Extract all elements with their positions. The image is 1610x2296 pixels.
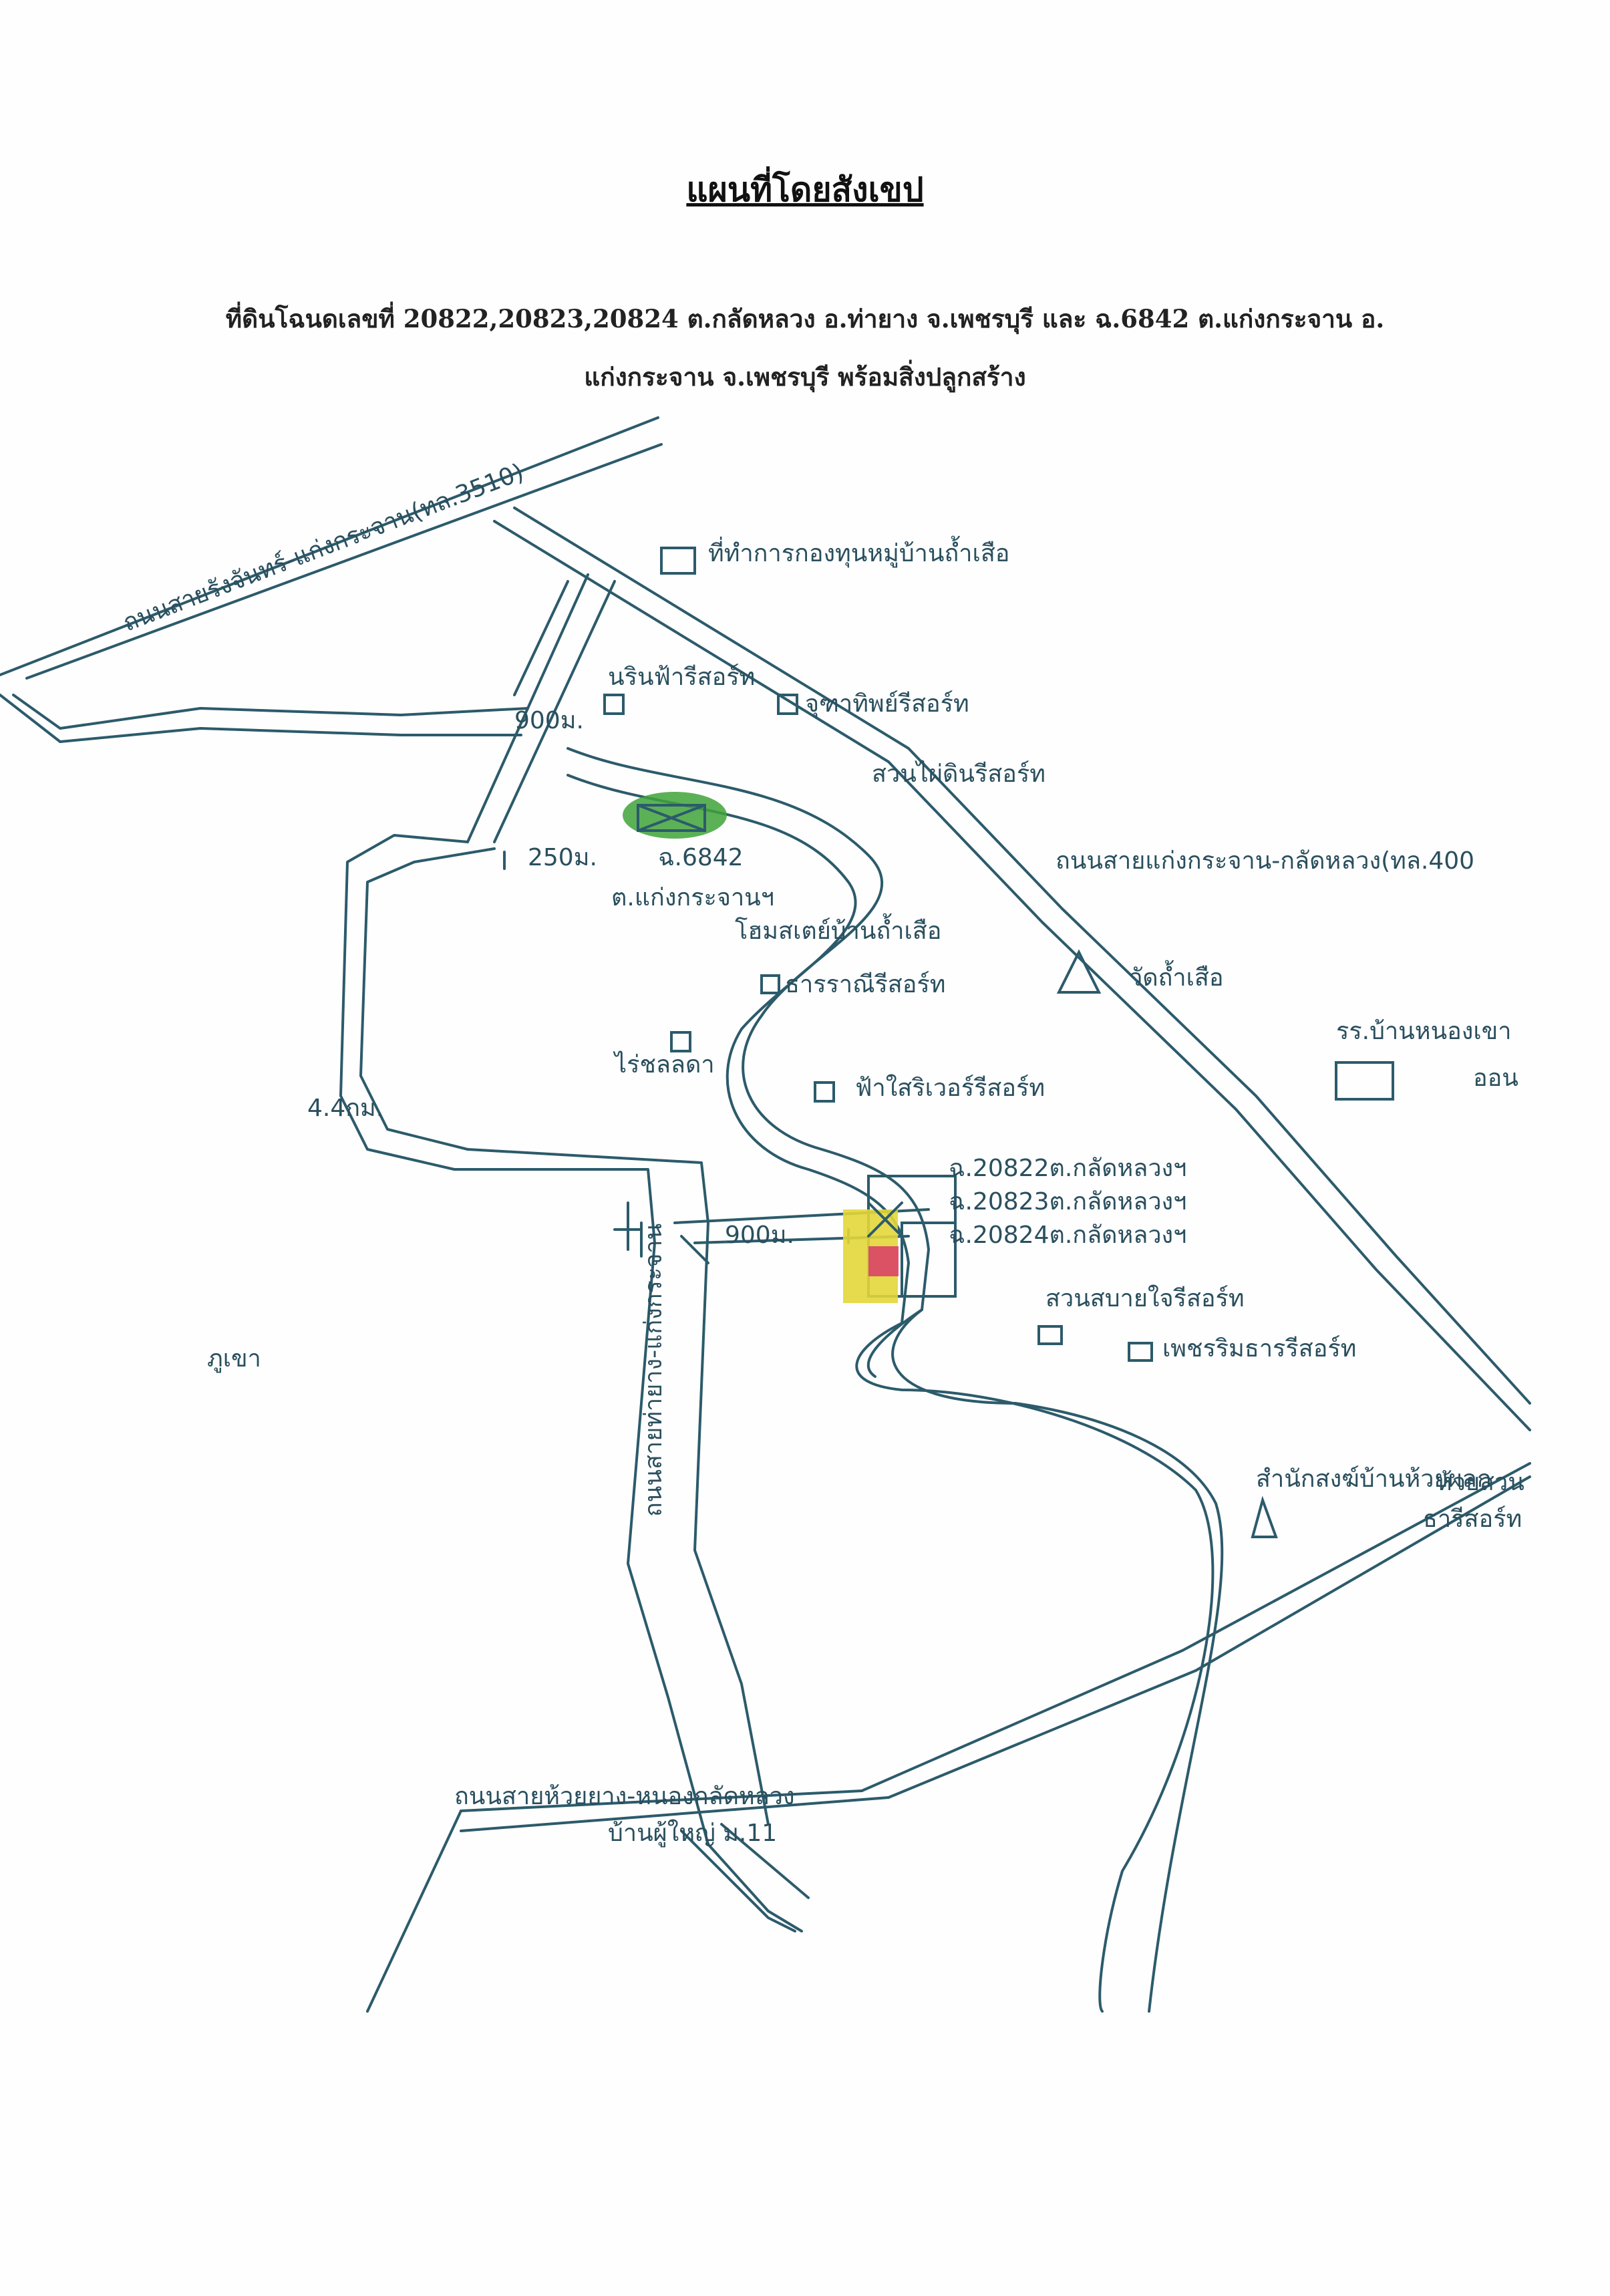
label-hq: ที่ทำการกองทุนหมู่บ้านถ้ำเสือ (708, 535, 1009, 568)
road-4005-inner (493, 520, 1531, 1431)
label-parcel-20822: ฉ.20822ต.กลัดหลวงฯ (949, 1155, 1186, 1182)
road-3510-extension-2 (0, 694, 522, 743)
label-distance-250: 250ม. (528, 844, 597, 871)
page-title: แผนที่โดยสังเขป (686, 170, 924, 209)
village-road-b (680, 1830, 796, 1932)
parcel-inner-frame (901, 1222, 957, 1298)
label-parcel-6842: ฉ.6842 (658, 844, 744, 871)
left-loop-road-outer (339, 834, 803, 1932)
subtitle-line-2: แก่งกระจาน จ.เพชรบุรี พร้อมสิ่งปลูกสร้าง (584, 362, 1026, 392)
label-phetrim: เพชรริมธารรีสอร์ท (1162, 1335, 1356, 1362)
samnak-triangle (1251, 1495, 1278, 1538)
label-road-3510: ถนนสายรังจันทร์-แก่งกระจาน(ทล.3510) (120, 458, 528, 637)
label-samnak: สำนักสงฆ์บ้านห้วยผลก (1256, 1465, 1492, 1493)
village-road-a (366, 1810, 462, 2013)
label-school-a: รร.บ้านหนองเขา (1336, 1018, 1511, 1045)
hq-building (660, 547, 696, 575)
road-4005-outer (513, 507, 1531, 1405)
label-raichon: ไร่ชลลดา (613, 1050, 715, 1079)
parcel-6842-box (637, 804, 706, 832)
road-huaiyang-upper (860, 1462, 1531, 1792)
narinpha-building (603, 694, 625, 715)
label-huaiphlak-resort-a: ห้วยสวน (1436, 1469, 1524, 1496)
label-road-huaiyang: ถนนสายห้วยยาง-หนองกลัดหลวง (454, 1783, 795, 1810)
feeder-road-c (513, 580, 569, 696)
river-west-bank (567, 747, 930, 1378)
road-3510-extension (12, 694, 529, 730)
school-building (1335, 1061, 1394, 1101)
label-parcel-20823: ฉ.20823ต.กลัดหลวงฯ (949, 1188, 1186, 1215)
homestay-building (760, 974, 780, 994)
label-village: บ้านผู้ใหญ่ ม.11 (608, 1819, 777, 1848)
suansabai-building (1037, 1325, 1063, 1345)
village-road-c (720, 1823, 810, 1899)
parcel-2082x-mark (868, 1246, 899, 1276)
label-distance-900-top: 900ม. (514, 707, 584, 734)
label-parcel-6842-sub: ต.แก่งกระจานฯ (611, 884, 774, 911)
phetrim-building (1128, 1342, 1153, 1362)
left-loop-road-inner (359, 847, 770, 1826)
feeder-road-b (493, 580, 616, 843)
tick-left-loop (613, 1201, 643, 1251)
road-huaiyang-lower (887, 1475, 1531, 1799)
river-south-branch (891, 1308, 1224, 2013)
label-wat: วัดถ้ำเสือ (1129, 960, 1224, 992)
label-road-vertical: ถนนสายท่ายาง-แก่งกระจาน (640, 1224, 667, 1517)
label-suanpai: สวนไผ่ดินรีสอร์ท (872, 760, 1045, 788)
wat-triangle (1056, 949, 1102, 994)
parcel-6842-cross (637, 804, 706, 832)
label-homestay: โฮมสเตย์บ้านถ้ำเสือ (735, 913, 941, 945)
river-east-bank (567, 774, 1215, 2013)
label-school-b: ออน (1473, 1064, 1518, 1092)
label-distance-900-bottom: 900ม. (725, 1222, 794, 1249)
label-chutathip: จุฑาทิพย์รีสอร์ท (805, 690, 969, 718)
label-parcel-20824: ฉ.20824ต.กลัดหลวงฯ (949, 1222, 1186, 1249)
label-road-4005: ถนนสายแก่งกระจาน-กลัดหลวง(ทล.400 (1056, 847, 1474, 875)
road-3510-upper-edge (0, 416, 659, 676)
label-distance-44km: 4.4กม. (307, 1095, 383, 1122)
parcel-2082x-cross (867, 1201, 903, 1238)
feeder-road-a (466, 573, 589, 843)
raichon-building (670, 1031, 691, 1052)
label-mountain: ภูเขา (207, 1345, 261, 1373)
fasai-building (814, 1081, 835, 1103)
label-tarara: ธารราณีรีสอร์ท (785, 971, 945, 998)
road-3510-lower-edge (25, 443, 663, 680)
chutathip-building (777, 694, 798, 715)
label-narinpha: นรินฟ้ารีสอร์ท (608, 664, 755, 691)
label-huaiphlak-resort-b: ธารีสอร์ท (1423, 1505, 1522, 1533)
subtitle-line-1: ที่ดินโฉนดเลขที่ 20822,20823,20824 ต.กลั… (225, 304, 1385, 333)
label-suansabai: สวนสบายใจรีสอร์ท (1045, 1284, 1245, 1312)
road-huaiyang-west (460, 1789, 890, 1832)
label-fasai: ฟ้าใสริเวอร์รีสอร์ท (855, 1074, 1045, 1102)
